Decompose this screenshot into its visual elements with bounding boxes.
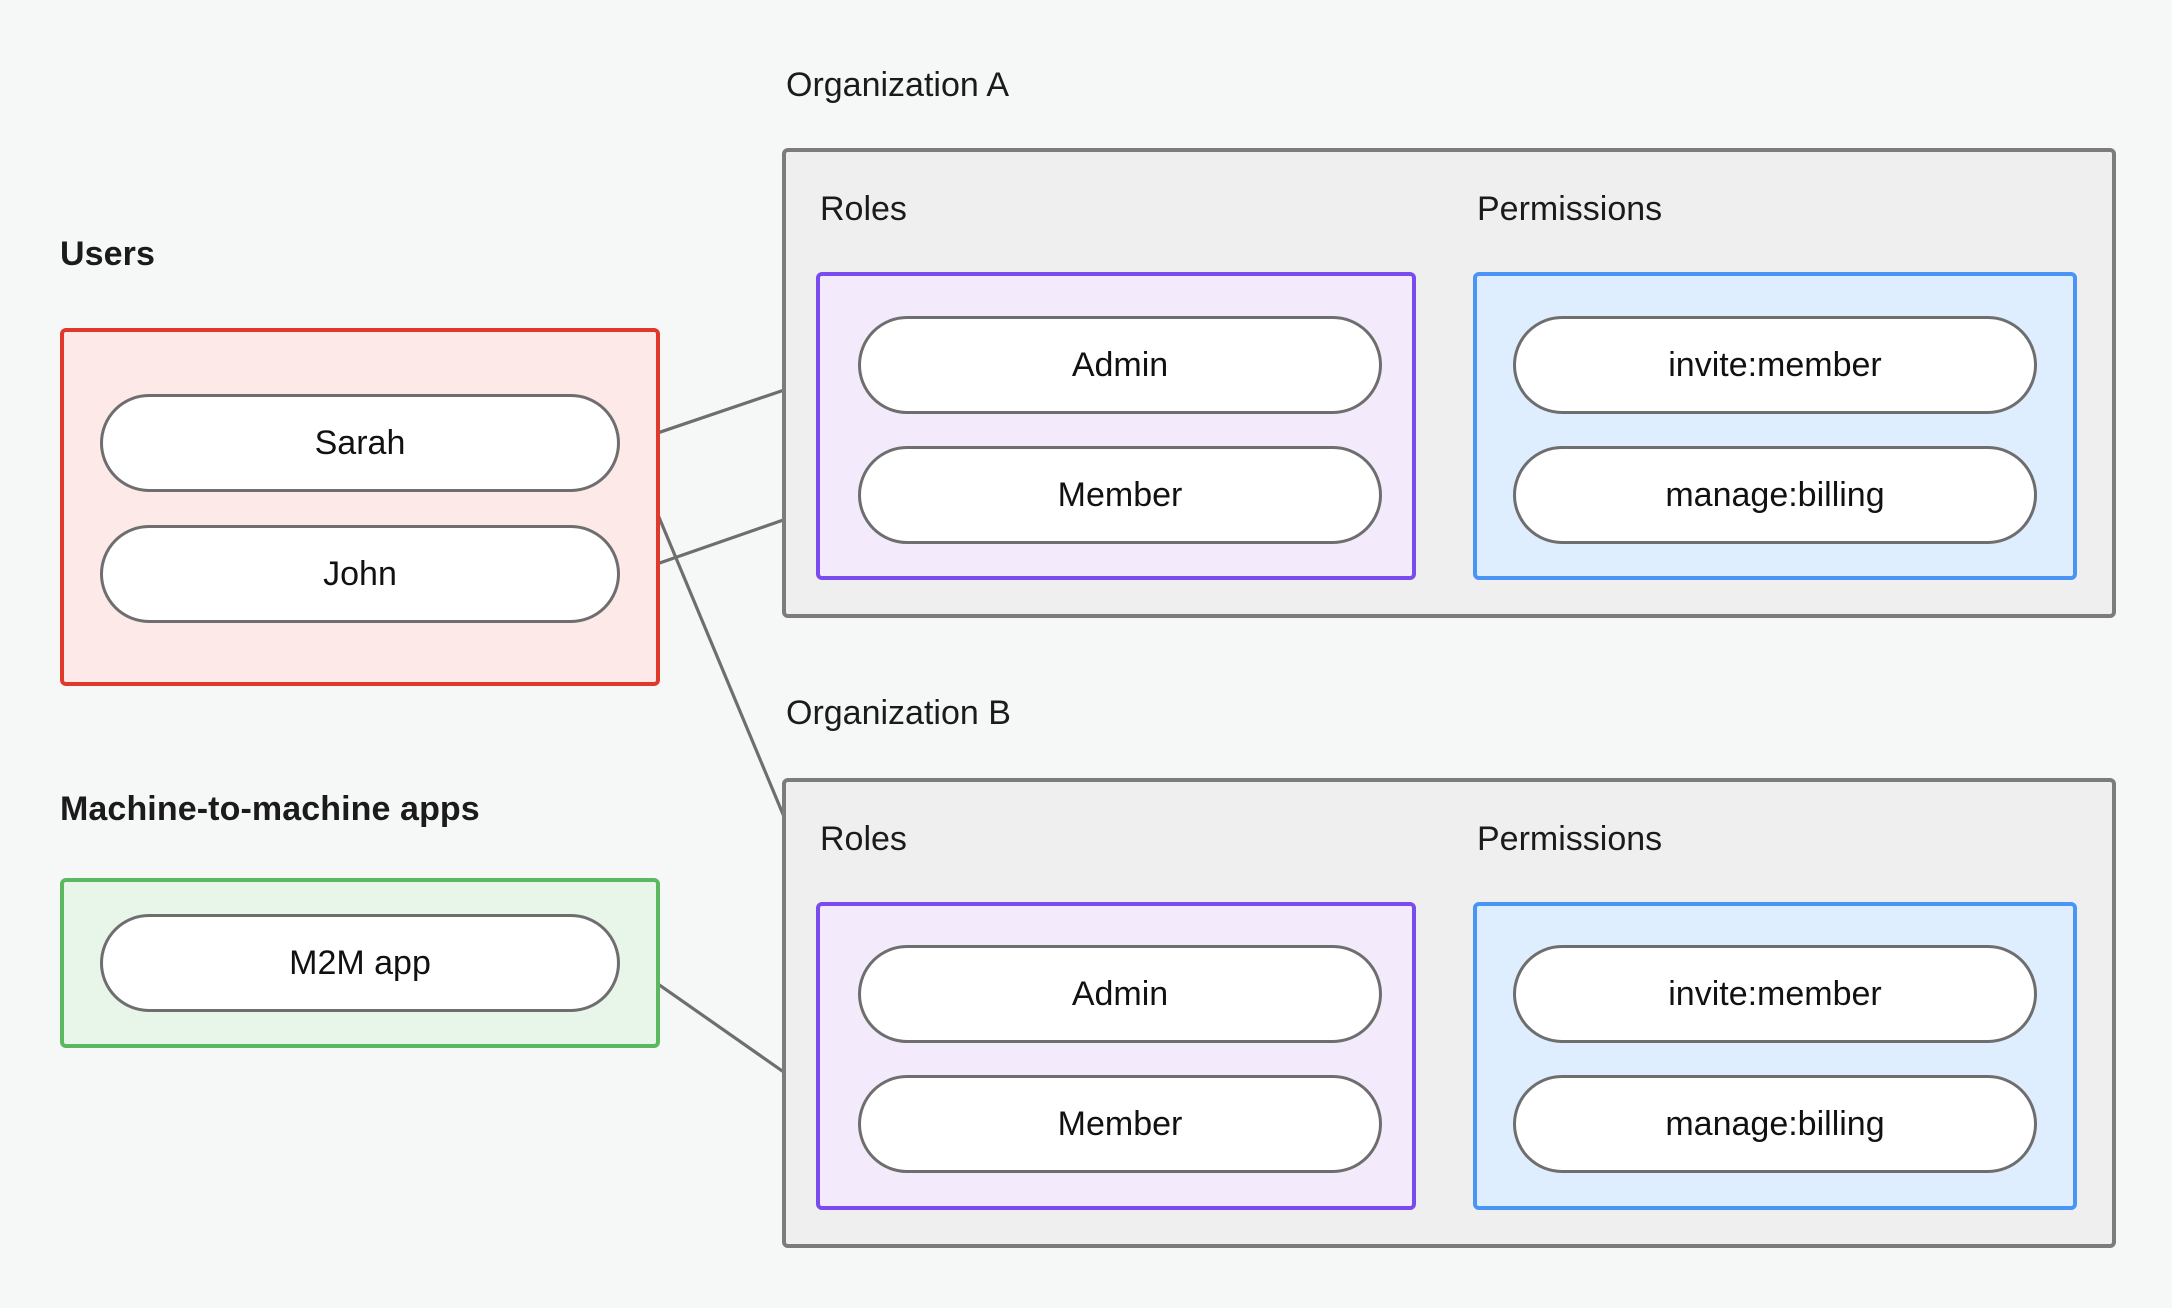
- organization-b-role-member[interactable]: Member: [858, 1075, 1382, 1173]
- organization-a-permission-invite-member[interactable]: invite:member: [1513, 316, 2037, 414]
- m2m-node-app[interactable]: M2M app: [100, 914, 620, 1012]
- organization-b-roles-caption: Roles: [820, 820, 907, 858]
- m2m-caption: Machine-to-machine apps: [60, 790, 480, 828]
- organization-a-role-member[interactable]: Member: [858, 446, 1382, 544]
- organization-b-permissions-caption: Permissions: [1477, 820, 1663, 858]
- organization-a-roles-caption: Roles: [820, 190, 907, 228]
- users-container: [60, 328, 660, 686]
- organization-a-caption: Organization A: [786, 66, 1010, 104]
- user-node-john[interactable]: John: [100, 525, 620, 623]
- organization-b-permission-manage-billing[interactable]: manage:billing: [1513, 1075, 2037, 1173]
- user-node-sarah[interactable]: Sarah: [100, 394, 620, 492]
- organization-a-role-admin[interactable]: Admin: [858, 316, 1382, 414]
- organization-b-permission-invite-member[interactable]: invite:member: [1513, 945, 2037, 1043]
- organization-a-permissions-caption: Permissions: [1477, 190, 1663, 228]
- users-caption: Users: [60, 235, 156, 273]
- organization-a-permission-manage-billing[interactable]: manage:billing: [1513, 446, 2037, 544]
- organization-b-role-admin[interactable]: Admin: [858, 945, 1382, 1043]
- organization-b-caption: Organization B: [786, 694, 1011, 732]
